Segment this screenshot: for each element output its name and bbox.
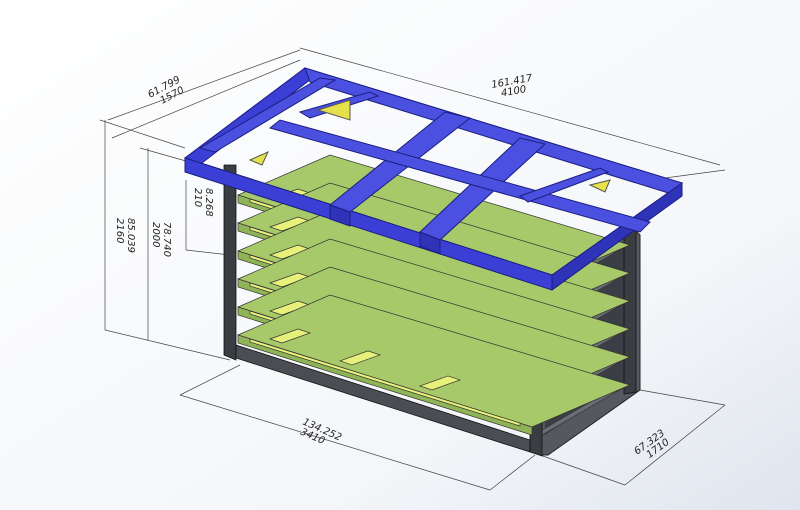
pallet-runner [249,338,521,427]
top-lifting-frame [183,67,684,291]
dim-length-top-mm: 4100 [500,84,527,99]
leg-back-right [623,224,637,395]
dim-top-offset-inch: 8.268 [203,188,214,217]
rack-frame [223,154,641,457]
pallet-block [268,328,312,344]
base-beam-front [235,344,531,453]
dim-height-total-inch: 85.039 [125,218,136,253]
dim-top-offset-mm: 210 [192,188,203,207]
corner-gusset [316,99,351,121]
pallet-block [418,375,462,391]
pallet-block [338,350,382,366]
dim-height-frame-mm: 2000 [150,222,161,247]
corner-gusset [248,151,270,166]
dim-height-total-mm: 2160 [114,218,125,243]
corner-gusset [588,179,611,193]
dimension-lines [99,47,726,491]
shelves [236,154,632,436]
dim-height-frame-inch: 78.740 [161,222,172,257]
leg-front-left [223,164,237,361]
